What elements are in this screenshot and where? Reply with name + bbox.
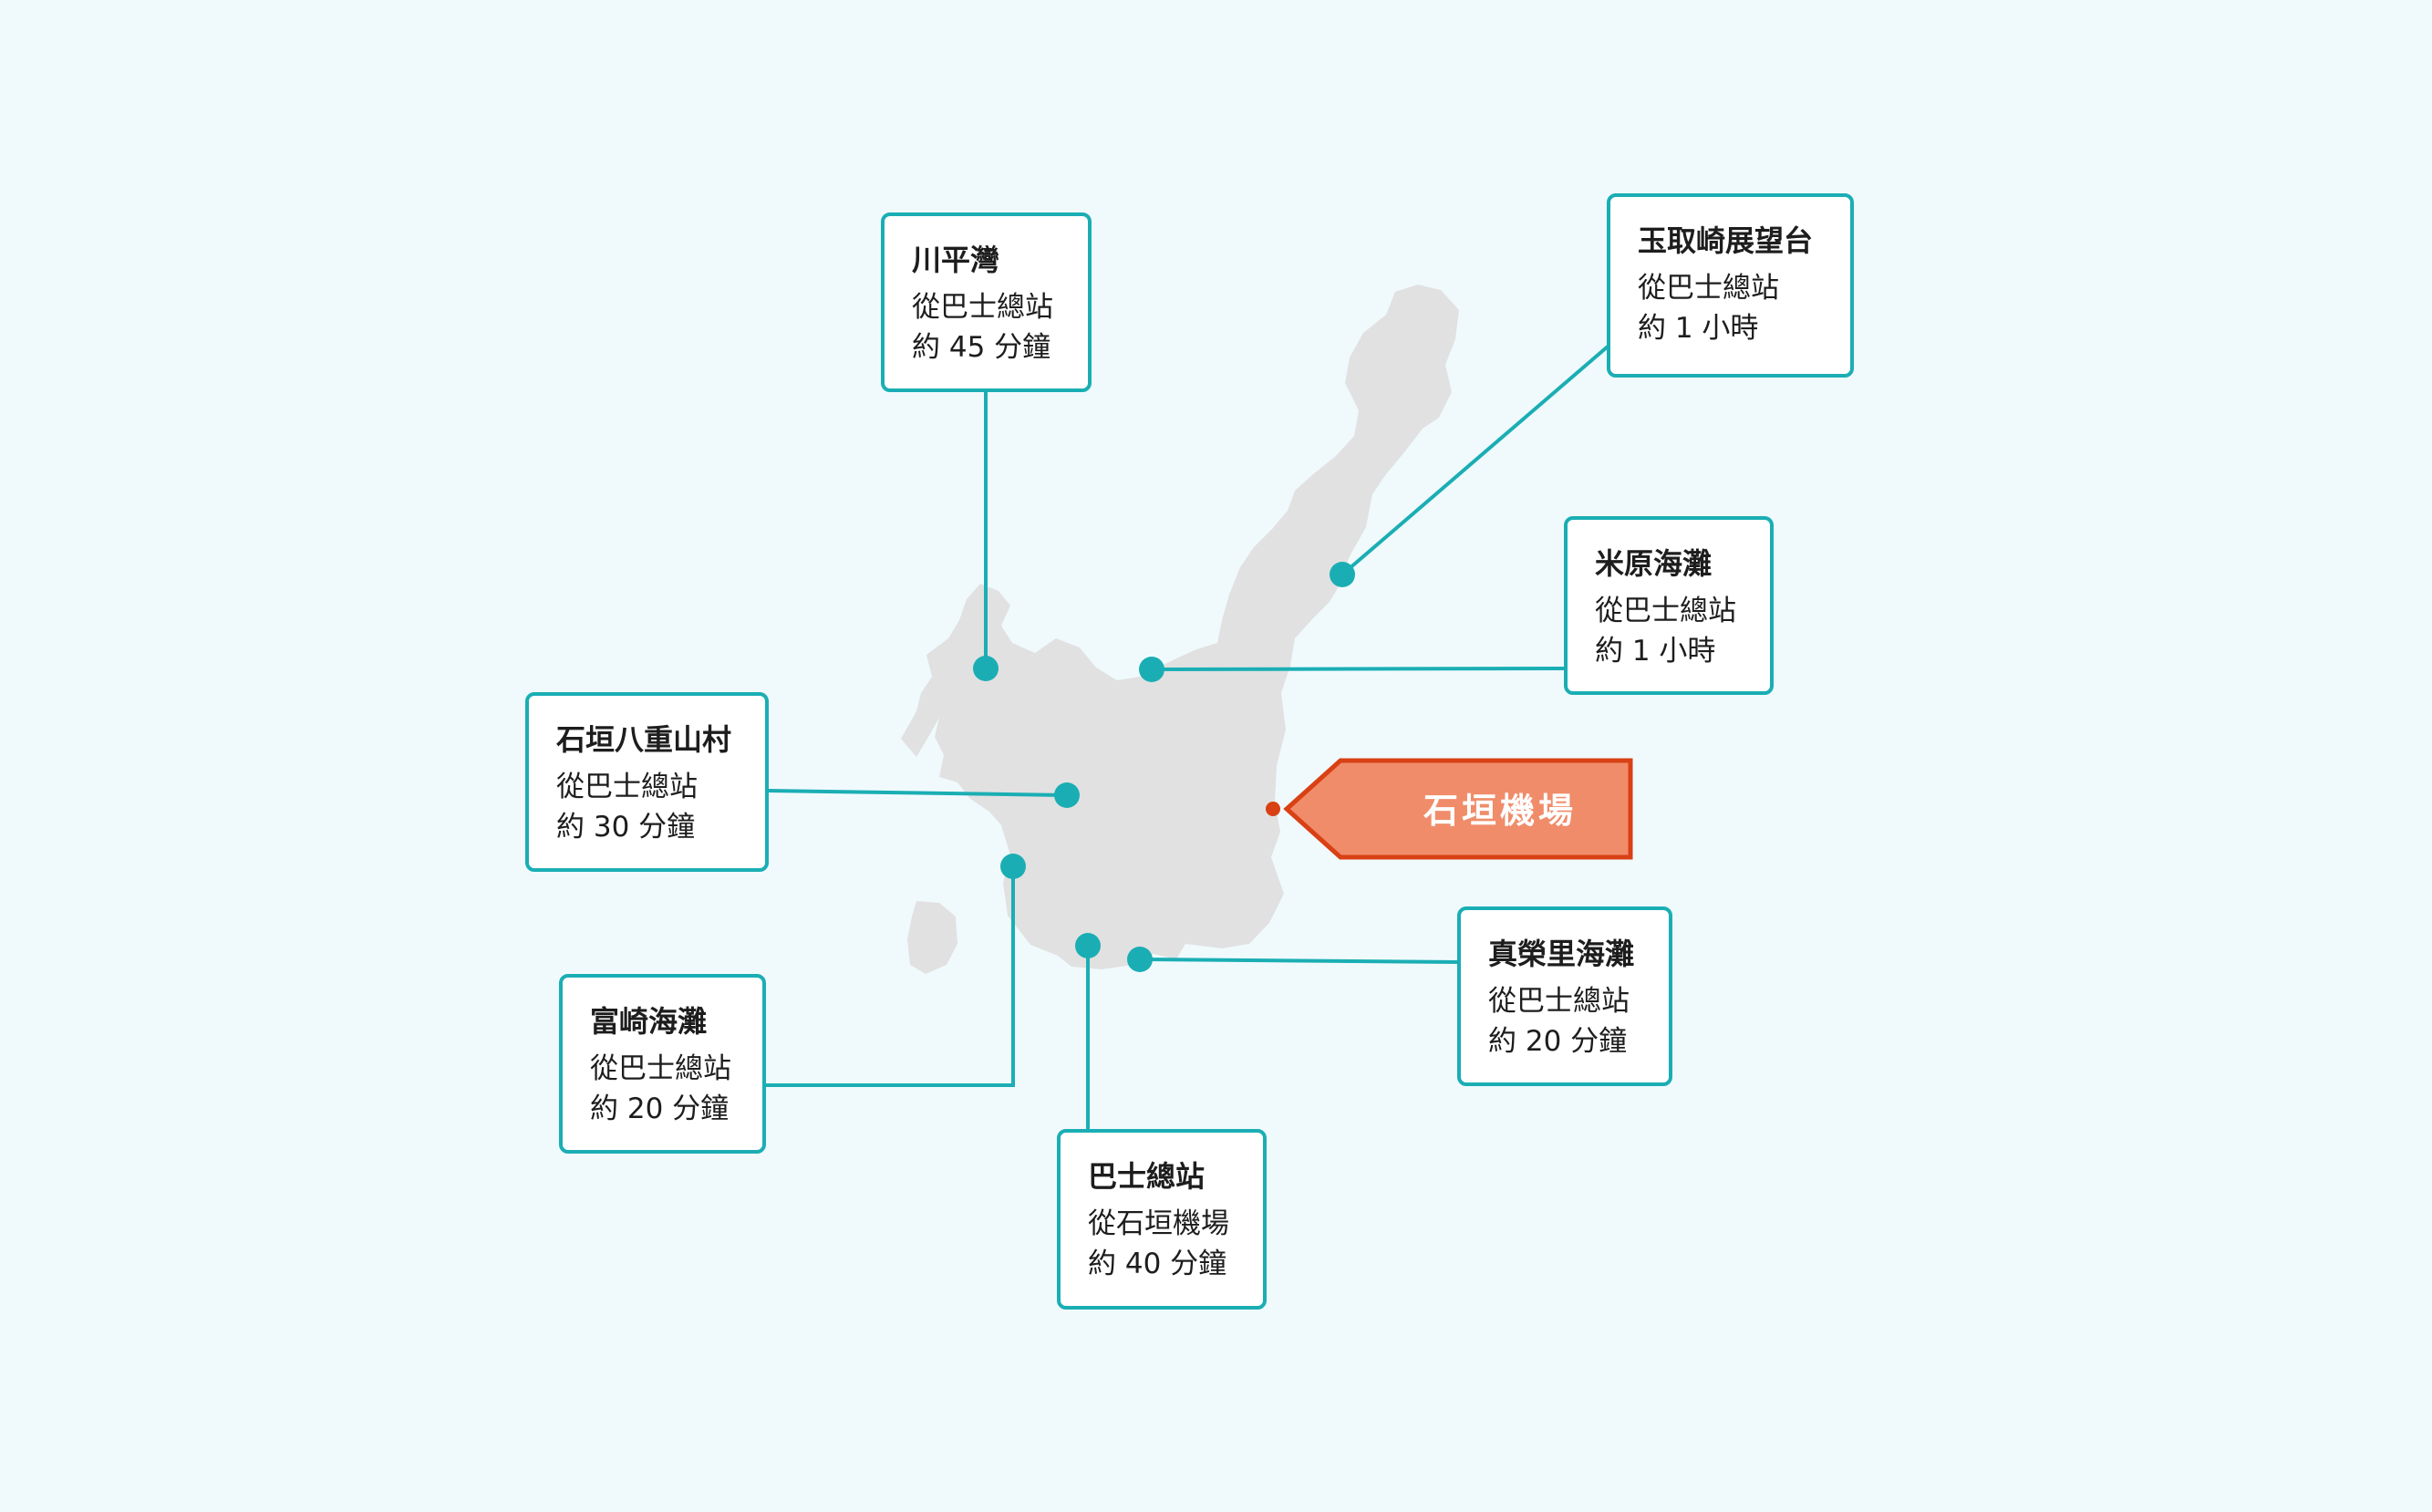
connector-lines: [764, 345, 1609, 1129]
card-origin: 從巴士總站: [590, 1052, 731, 1085]
card-title: 富崎海灘: [590, 1004, 708, 1039]
dot-bus-terminal[interactable]: [1075, 933, 1101, 958]
connector-tamatorizaki: [1340, 345, 1609, 576]
dot-tamatorizaki[interactable]: [1330, 562, 1355, 587]
card-duration: 約 1 小時: [1595, 635, 1716, 668]
card-title: 石垣八重山村: [556, 722, 732, 757]
card-title: 巴士總站: [1088, 1159, 1206, 1194]
card-duration: 約 20 分鐘: [590, 1093, 730, 1125]
dot-sukuji[interactable]: [1000, 854, 1026, 879]
card-bus-terminal[interactable]: 巴士總站 從石垣機場 約 40 分鐘: [1057, 1129, 1267, 1310]
airport-dot: [1266, 802, 1280, 816]
card-duration: 約 30 分鐘: [556, 811, 696, 844]
card-yaeyama-village[interactable]: 石垣八重山村 從巴士總站 約 30 分鐘: [525, 692, 769, 872]
card-origin: 從石垣機場: [1088, 1207, 1229, 1240]
airport-tag-shape: [1283, 758, 1633, 860]
card-yonehara[interactable]: 米原海灘 從巴士總站 約 1 小時: [1564, 516, 1774, 695]
card-kabira[interactable]: 川平灣 從巴士總站 約 45 分鐘: [881, 212, 1092, 392]
card-duration: 約 40 分鐘: [1088, 1248, 1227, 1280]
ishigaki-island: [901, 285, 1459, 974]
connector-yonehara: [1151, 667, 1565, 671]
card-title: 川平灣: [912, 243, 1000, 277]
card-duration: 約 1 小時: [1638, 312, 1759, 345]
connector-sukuji: [764, 866, 1015, 1087]
connector-yaeyama-village: [767, 789, 1068, 797]
card-tamatorizaki[interactable]: 玉取崎展望台 從巴士總站 約 1 小時: [1607, 193, 1854, 378]
dot-maezato[interactable]: [1127, 947, 1153, 972]
card-duration: 約 20 分鐘: [1488, 1025, 1628, 1058]
connector-maezato: [1139, 958, 1459, 964]
dot-yonehara[interactable]: [1139, 657, 1164, 682]
card-origin: 從巴士總站: [1488, 985, 1630, 1018]
card-origin: 從巴士總站: [556, 771, 698, 803]
airport-marker[interactable]: [1266, 758, 1633, 860]
island-inlet-west: [956, 670, 1012, 740]
airport-label: 石垣機場: [1423, 791, 1577, 831]
island-main: [901, 285, 1459, 969]
dot-kabira[interactable]: [973, 656, 999, 681]
card-duration: 約 45 分鐘: [912, 331, 1051, 364]
card-origin: 從巴士總站: [1638, 272, 1779, 305]
card-title: 真榮里海灘: [1488, 937, 1635, 971]
dot-yaeyama-village[interactable]: [1054, 782, 1080, 808]
card-origin: 從巴士總站: [1595, 595, 1736, 627]
card-maezato[interactable]: 真榮里海灘 從巴士總站 約 20 分鐘: [1457, 906, 1672, 1086]
location-dots: [973, 562, 1355, 972]
card-sukuji[interactable]: 富崎海灘 從巴士總站 約 20 分鐘: [559, 974, 766, 1154]
card-title: 玉取崎展望台: [1638, 223, 1814, 258]
card-title: 米原海灘: [1595, 546, 1713, 581]
card-origin: 從巴士總站: [912, 291, 1053, 324]
island-islet-southwest: [907, 901, 957, 974]
